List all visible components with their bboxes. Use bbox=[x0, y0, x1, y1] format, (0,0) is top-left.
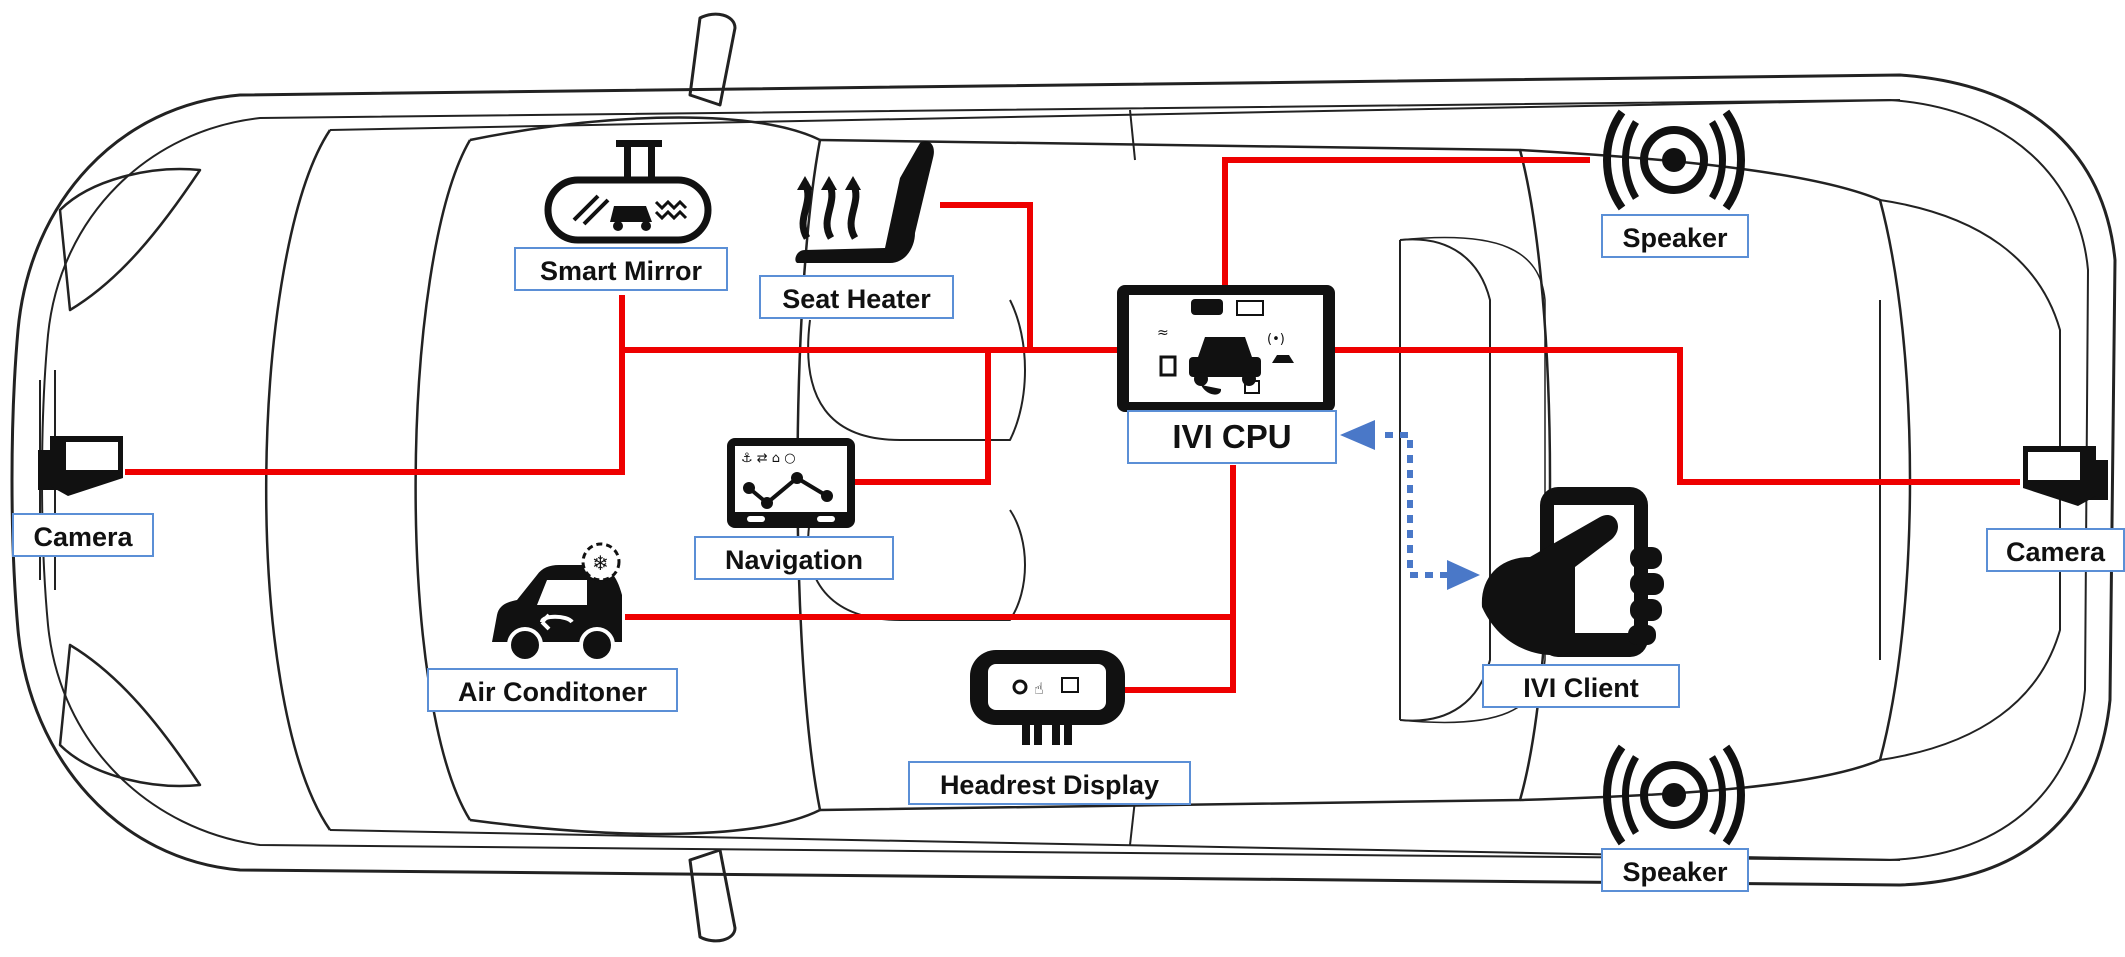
headrest-screen-icon: ☝ bbox=[970, 650, 1125, 745]
air-conditioner-label: Air Conditoner bbox=[427, 668, 678, 712]
heated-seat-icon bbox=[795, 141, 934, 263]
speaker-icon bbox=[1603, 109, 1745, 211]
link-camera-front bbox=[125, 347, 1120, 475]
speaker-front-label: Speaker bbox=[1601, 214, 1749, 258]
svg-text:(•): (•) bbox=[1267, 332, 1285, 347]
wireless-link bbox=[1340, 420, 1480, 590]
rearview-mirror-icon bbox=[544, 140, 712, 244]
link-navigation bbox=[855, 350, 991, 485]
svg-text:☝: ☝ bbox=[1034, 679, 1044, 698]
speaker-icon bbox=[1603, 744, 1745, 846]
ivi-client-label: IVI Client bbox=[1482, 664, 1680, 708]
camera-icon bbox=[38, 436, 123, 496]
smart-mirror-label: Smart Mirror bbox=[514, 247, 728, 291]
arrow-head-to-cpu bbox=[1340, 420, 1375, 450]
svg-text:❄: ❄ bbox=[592, 551, 609, 575]
arrow-head-to-client bbox=[1447, 560, 1480, 590]
car-climate-icon: ❄ bbox=[492, 542, 622, 663]
camera-icon bbox=[2023, 446, 2108, 506]
ivi-cpu-label: IVI CPU bbox=[1127, 410, 1337, 464]
camera-rear-label: Camera bbox=[1986, 528, 2125, 572]
link-seat-heater bbox=[940, 202, 1033, 350]
camera-front-label: Camera bbox=[12, 513, 154, 557]
speaker-rear-label: Speaker bbox=[1601, 848, 1749, 892]
headrest-display-label: Headrest Display bbox=[908, 761, 1191, 805]
seat-heater-label: Seat Heater bbox=[759, 275, 954, 319]
navigation-label: Navigation bbox=[694, 536, 894, 580]
navigation-screen-icon: ⚓ ⇄ ⌂ ○ bbox=[727, 438, 855, 528]
wired-connections bbox=[125, 157, 2020, 693]
link-headrest-display bbox=[1125, 465, 1236, 693]
svg-text:≈: ≈ bbox=[1157, 325, 1169, 341]
link-camera-rear bbox=[1330, 347, 2020, 485]
svg-text:⚓ ⇄ ⌂ ○: ⚓ ⇄ ⌂ ○ bbox=[741, 451, 796, 466]
infotainment-screen-icon: ≈ (•) bbox=[1117, 285, 1335, 412]
smartphone-in-hand-icon bbox=[1481, 487, 1664, 657]
link-speaker-front bbox=[1222, 157, 1590, 285]
